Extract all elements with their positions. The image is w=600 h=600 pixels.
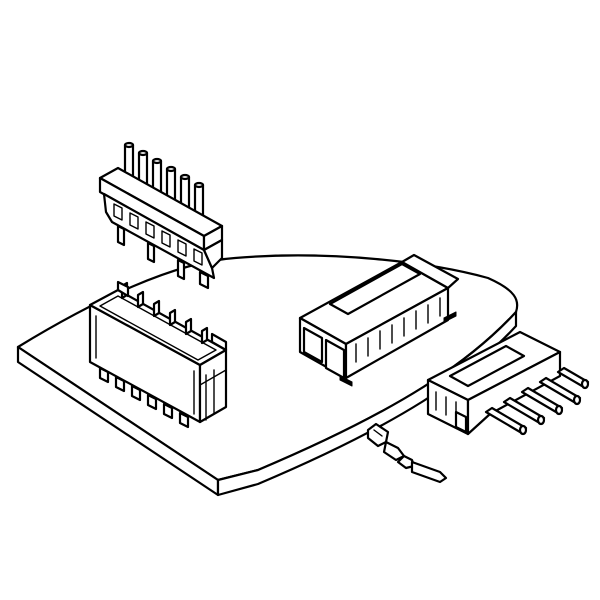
plug-slots — [113, 203, 203, 266]
right-angle-pin-plug — [426, 330, 590, 436]
smt-right-angle-header — [298, 253, 460, 387]
plug-pins-horizontal — [484, 366, 590, 436]
vertical-pin-header-plug — [98, 141, 224, 290]
smt-contacts — [355, 297, 441, 363]
crimp-terminal — [366, 422, 448, 484]
through-hole-vertical-header — [88, 280, 228, 429]
